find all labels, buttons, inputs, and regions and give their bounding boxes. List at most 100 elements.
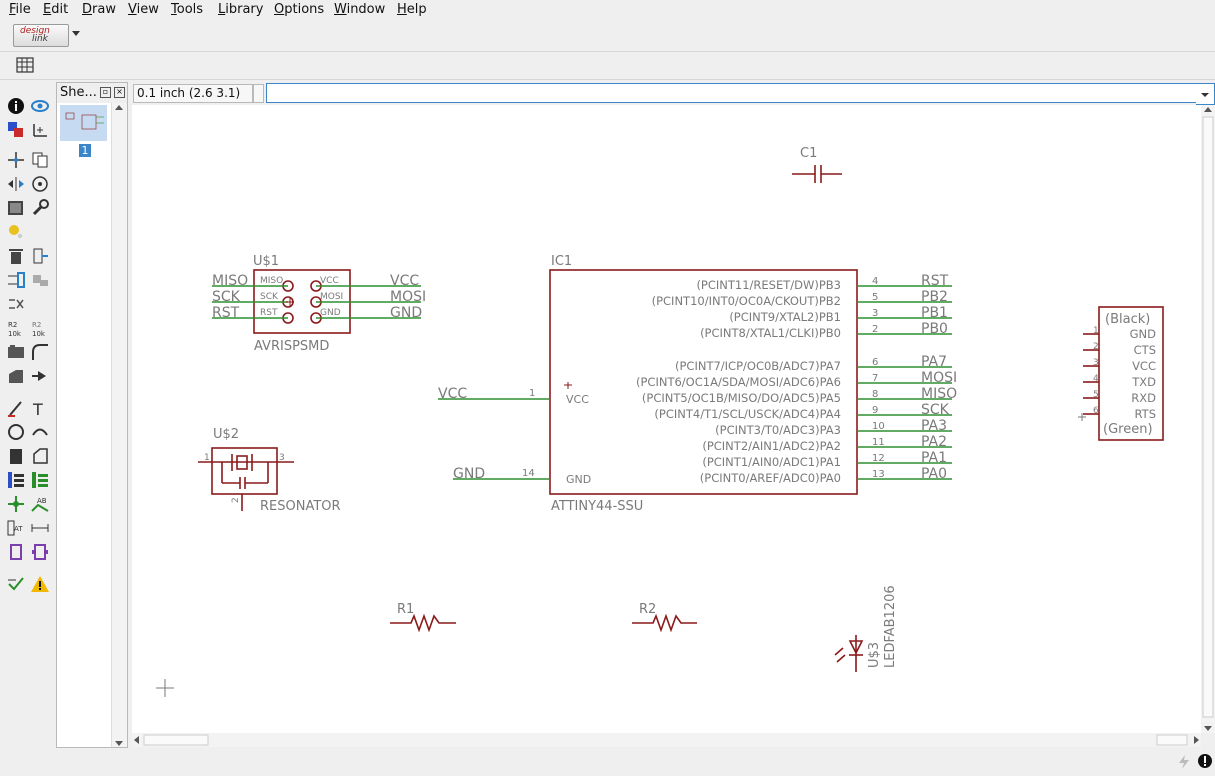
u1-value: AVRISPSMD bbox=[254, 339, 329, 354]
ic1-pin-number: 6 bbox=[872, 357, 878, 368]
u1-net-vcc: VCC bbox=[390, 273, 419, 289]
ftdi-bottom-label: (Green) bbox=[1103, 422, 1153, 437]
ic1-pin-label: (PCINT8/XTAL1/CLKI)PB0 bbox=[700, 326, 841, 340]
attribute-icon[interactable]: AT bbox=[6, 518, 26, 538]
menu-edit[interactable]: Edit bbox=[43, 2, 69, 17]
replace-icon[interactable] bbox=[6, 270, 26, 290]
rotate-icon[interactable] bbox=[30, 174, 50, 194]
move-icon[interactable] bbox=[6, 150, 26, 170]
menu-help[interactable]: Help bbox=[397, 2, 427, 17]
bus-icon[interactable] bbox=[6, 470, 26, 490]
layer-icon[interactable] bbox=[6, 120, 26, 140]
menu-draw[interactable]: Draw bbox=[82, 2, 116, 17]
ic1-pin-label: (PCINT2/AIN1/ADC2)PA2 bbox=[702, 439, 841, 453]
dimension-icon[interactable] bbox=[30, 518, 50, 538]
erc-icon[interactable] bbox=[6, 574, 26, 594]
ic1-pin-label: (PCINT3/T0/ADC3)PA3 bbox=[715, 423, 841, 437]
circle-icon[interactable] bbox=[6, 422, 26, 442]
smash-icon[interactable] bbox=[30, 366, 50, 386]
command-dropdown-button[interactable] bbox=[1196, 83, 1215, 105]
delete-icon[interactable] bbox=[6, 246, 26, 266]
mirror-icon[interactable] bbox=[6, 174, 26, 194]
ic1-pin-number: 10 bbox=[872, 421, 885, 432]
ftdi-top-label: (Black) bbox=[1105, 312, 1150, 327]
canvas-vertical-scrollbar[interactable] bbox=[1201, 105, 1215, 733]
u2-pin2: 2 bbox=[231, 497, 241, 503]
change-wrench-icon[interactable] bbox=[30, 198, 50, 218]
module-icon[interactable] bbox=[30, 542, 50, 562]
sheets-scrollbar[interactable] bbox=[111, 103, 127, 747]
c1-name: C1 bbox=[800, 146, 817, 161]
group-icon[interactable] bbox=[6, 198, 26, 218]
chevron-down-icon[interactable] bbox=[72, 31, 80, 36]
ic1-num-vcc: 1 bbox=[529, 388, 535, 399]
menu-bar: File Edit Draw View Tools Library Option… bbox=[0, 0, 1215, 20]
menu-view[interactable]: View bbox=[128, 2, 159, 17]
copy-icon[interactable] bbox=[30, 150, 50, 170]
sheet-number-badge[interactable]: 1 bbox=[79, 144, 91, 157]
net-icon[interactable] bbox=[30, 470, 50, 490]
ic1-net-label: MISO bbox=[921, 386, 957, 402]
optimize-icon[interactable] bbox=[6, 366, 26, 386]
wire-icon[interactable] bbox=[6, 398, 26, 418]
chevron-down-icon bbox=[1201, 93, 1209, 97]
ic1-pin-number: 9 bbox=[872, 405, 878, 416]
u1-net-gnd: GND bbox=[390, 305, 422, 321]
grid-icon[interactable] bbox=[16, 57, 34, 75]
mark-icon[interactable] bbox=[30, 120, 50, 140]
ic1-net-label: PB1 bbox=[921, 305, 948, 321]
miter-icon[interactable] bbox=[30, 342, 50, 362]
menu-window[interactable]: Window bbox=[334, 2, 386, 17]
show-eye-icon[interactable] bbox=[30, 96, 50, 116]
stop-icon[interactable] bbox=[1197, 753, 1213, 769]
polygon-icon[interactable] bbox=[30, 446, 50, 466]
menu-file[interactable]: File bbox=[9, 2, 31, 17]
rectangle-icon[interactable] bbox=[6, 446, 26, 466]
schematic-canvas[interactable]: C1 U$1 AVRISPSMD MISO SCK RST MISO SCK R… bbox=[132, 105, 1201, 733]
warning-icon[interactable] bbox=[30, 574, 50, 594]
svg-text:10k: 10k bbox=[32, 330, 46, 338]
command-input[interactable] bbox=[266, 83, 1200, 103]
command-toggle[interactable] bbox=[253, 84, 264, 103]
menu-library[interactable]: Library bbox=[218, 2, 264, 17]
ic1-pin-number: 13 bbox=[872, 469, 885, 480]
ic1-pin-label: (PCINT0/AREF/ADC0)PA0 bbox=[700, 471, 841, 485]
pin-swap-icon[interactable] bbox=[6, 294, 26, 314]
add-part-icon[interactable] bbox=[30, 246, 50, 266]
menu-options[interactable]: Options bbox=[274, 2, 325, 17]
svg-text:R2: R2 bbox=[8, 321, 17, 329]
lightning-icon bbox=[1179, 755, 1189, 769]
paste-icon[interactable] bbox=[6, 222, 26, 242]
ic1-net-label: PA3 bbox=[921, 418, 947, 434]
ic1-pin-number: 3 bbox=[872, 308, 878, 319]
info-icon[interactable] bbox=[6, 96, 26, 116]
text-icon[interactable]: T bbox=[30, 398, 50, 418]
arc-icon[interactable] bbox=[30, 422, 50, 442]
sheets-panel: She... ▫ × 1 bbox=[56, 82, 128, 748]
menu-tools[interactable]: Tools bbox=[171, 2, 204, 17]
svg-text:R2: R2 bbox=[32, 321, 41, 329]
frame-icon[interactable] bbox=[6, 542, 26, 562]
ftdi-pin-label: VCC bbox=[1132, 359, 1156, 373]
label-icon[interactable]: AB bbox=[30, 494, 50, 514]
junction-icon[interactable] bbox=[6, 494, 26, 514]
ic1-net-label: PA7 bbox=[921, 354, 947, 370]
close-panel-icon[interactable]: × bbox=[114, 87, 125, 98]
ftdi-pin-number: 4 bbox=[1093, 374, 1099, 384]
canvas-horizontal-scrollbar[interactable] bbox=[132, 733, 1201, 747]
ftdi-pin-label: RTS bbox=[1135, 407, 1156, 421]
ic1-pin-label: (PCINT10/INT0/OC0A/CKOUT)PB2 bbox=[652, 294, 841, 308]
ftdi-pin-label: RXD bbox=[1131, 391, 1156, 405]
ic1-net-label: SCK bbox=[921, 402, 950, 418]
svg-text:AT: AT bbox=[14, 525, 23, 533]
split-icon[interactable] bbox=[6, 342, 26, 362]
float-panel-icon[interactable]: ▫ bbox=[100, 87, 111, 98]
u1-pin-rst: RST bbox=[260, 308, 278, 318]
sheet-thumbnail[interactable] bbox=[60, 105, 107, 141]
ic1-pin-gnd: GND bbox=[566, 473, 591, 486]
gate-swap-icon[interactable] bbox=[30, 270, 50, 290]
